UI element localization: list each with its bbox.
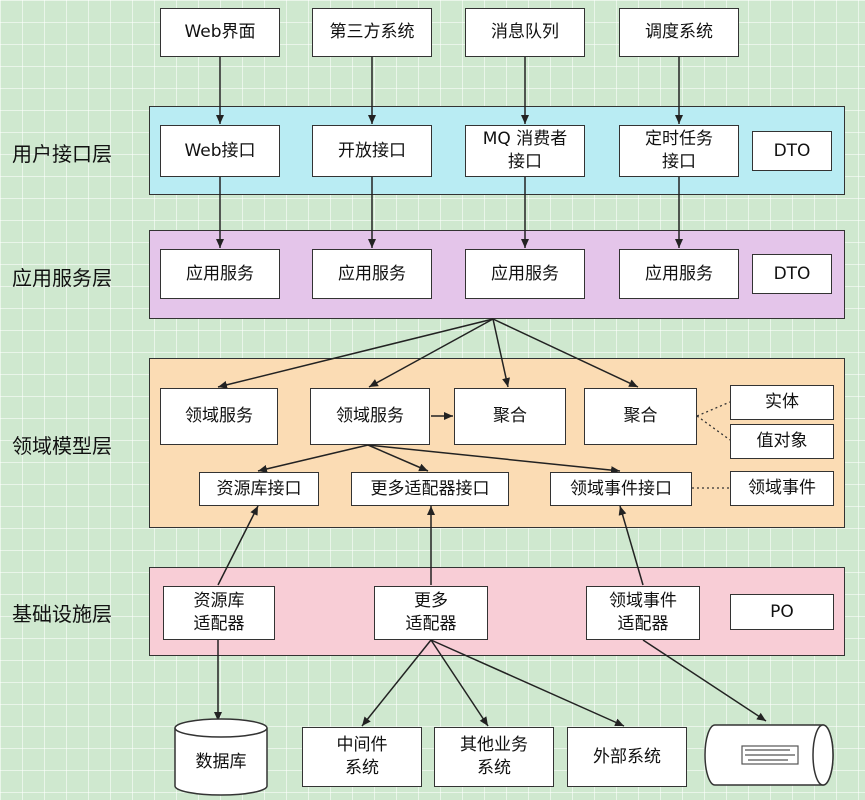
message-store-scribble-icon xyxy=(741,745,799,765)
domain-service-box-2: 领域服务 xyxy=(310,388,430,445)
other-business-system-box: 其他业务 系统 xyxy=(434,727,554,787)
arrow-event-adapter-to-interface xyxy=(618,505,644,586)
database-label: 数据库 xyxy=(195,751,247,772)
arrow-domain-service-to-repo-interface xyxy=(257,444,369,473)
arrow-domain-service-to-more-interface xyxy=(367,444,429,472)
scheduler-box: 调度系统 xyxy=(619,8,739,57)
third-party-system-box: 第三方系统 xyxy=(312,8,432,57)
scheduled-task-api-box: 定时任务 接口 xyxy=(619,125,739,177)
domain-service-box-1: 领域服务 xyxy=(160,388,278,445)
value-object-box: 值对象 xyxy=(730,424,834,459)
arrow-adapters-to-middleware xyxy=(361,639,432,727)
repository-interface-box: 资源库接口 xyxy=(199,472,319,506)
aggregate-box-1: 聚合 xyxy=(454,388,566,445)
po-box: PO xyxy=(730,594,834,630)
application-service-box-1: 应用服务 xyxy=(160,249,280,299)
arrow-app-to-aggregate-2 xyxy=(492,318,639,388)
user-interface-layer-label: 用户接口层 xyxy=(12,142,112,166)
domain-event-adapter-box: 领域事件 适配器 xyxy=(586,586,700,640)
message-queue-box: 消息队列 xyxy=(465,8,585,57)
application-service-box-3: 应用服务 xyxy=(465,249,585,299)
middleware-system-box: 中间件 系统 xyxy=(302,727,422,787)
aggregate-box-2: 聚合 xyxy=(584,388,697,445)
external-system-box: 外部系统 xyxy=(567,727,687,787)
arrow-app-to-domain-service-1 xyxy=(217,318,494,389)
more-adapter-interface-box: 更多适配器接口 xyxy=(351,472,509,506)
ui-dto-box: DTO xyxy=(752,131,832,171)
application-service-box-2: 应用服务 xyxy=(312,249,432,299)
arrow-app-to-domain-service-2 xyxy=(368,318,494,388)
arrow-repo-adapter-to-interface xyxy=(217,505,259,586)
application-dto-box: DTO xyxy=(752,254,832,294)
arrow-app-to-aggregate-1 xyxy=(492,318,510,388)
domain-event-box: 领域事件 xyxy=(730,471,834,506)
arrow-domain-service-to-event-interface xyxy=(367,444,621,475)
database-cylinder-shape xyxy=(174,718,268,796)
infrastructure-layer-label: 基础设施层 xyxy=(12,602,112,626)
mq-consumer-api-box: MQ 消费者 接口 xyxy=(465,125,585,177)
entity-box: 实体 xyxy=(730,385,834,420)
domain-event-interface-box: 领域事件接口 xyxy=(550,472,692,506)
open-api-box: 开放接口 xyxy=(312,125,432,177)
domain-layer-label: 领域模型层 xyxy=(12,434,112,458)
arrow-adapters-to-other-business xyxy=(430,639,489,727)
application-service-box-4: 应用服务 xyxy=(619,249,739,299)
dotted-aggregate-to-entity xyxy=(696,401,731,417)
arrow-event-adapter-to-message-store xyxy=(642,639,767,722)
dotted-aggregate-to-value-object xyxy=(696,415,731,441)
more-adapters-box: 更多 适配器 xyxy=(374,586,488,640)
repository-adapter-box: 资源库 适配器 xyxy=(163,586,275,640)
web-api-box: Web接口 xyxy=(160,125,280,177)
application-layer-label: 应用服务层 xyxy=(12,266,112,290)
arrow-adapters-to-external-system xyxy=(430,639,625,727)
web-ui-box: Web界面 xyxy=(160,8,280,57)
